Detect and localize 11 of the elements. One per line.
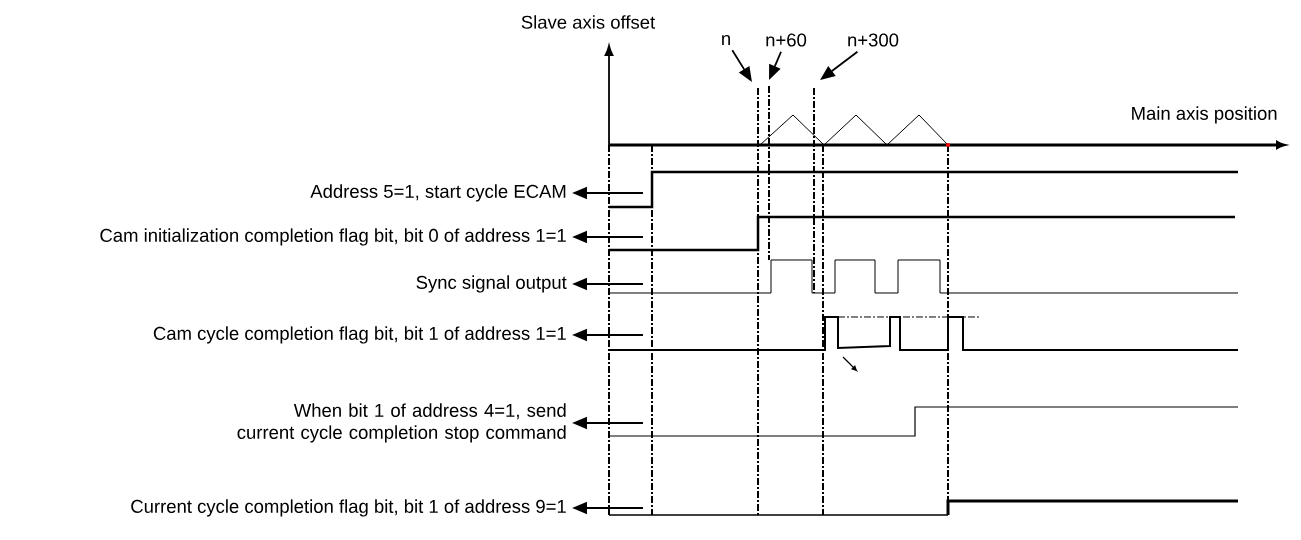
signal-label: When bit 1 of address 4=1, send current cycle completion stop command (237, 403, 566, 443)
point-label: n (722, 35, 730, 45)
point-label: n+60 (766, 33, 807, 47)
axis-label: Slave axis offset (521, 15, 656, 29)
axis-label: Main axis position (1132, 106, 1277, 124)
signal-label: Cam cycle completion flag bit, bit 1 of address 1=1 (153, 326, 566, 344)
signal-label: Address 5=1, start cycle ECAM (310, 184, 566, 202)
signal-label: Cam initialization completion flag bit, bit 0 of address 1=1 (100, 228, 566, 246)
signal-label: Current cycle completion flag bit, bit 1 of address 9=1 (131, 499, 566, 517)
signal-label: Sync signal output (416, 275, 567, 293)
point-label: n+300 (848, 33, 899, 47)
